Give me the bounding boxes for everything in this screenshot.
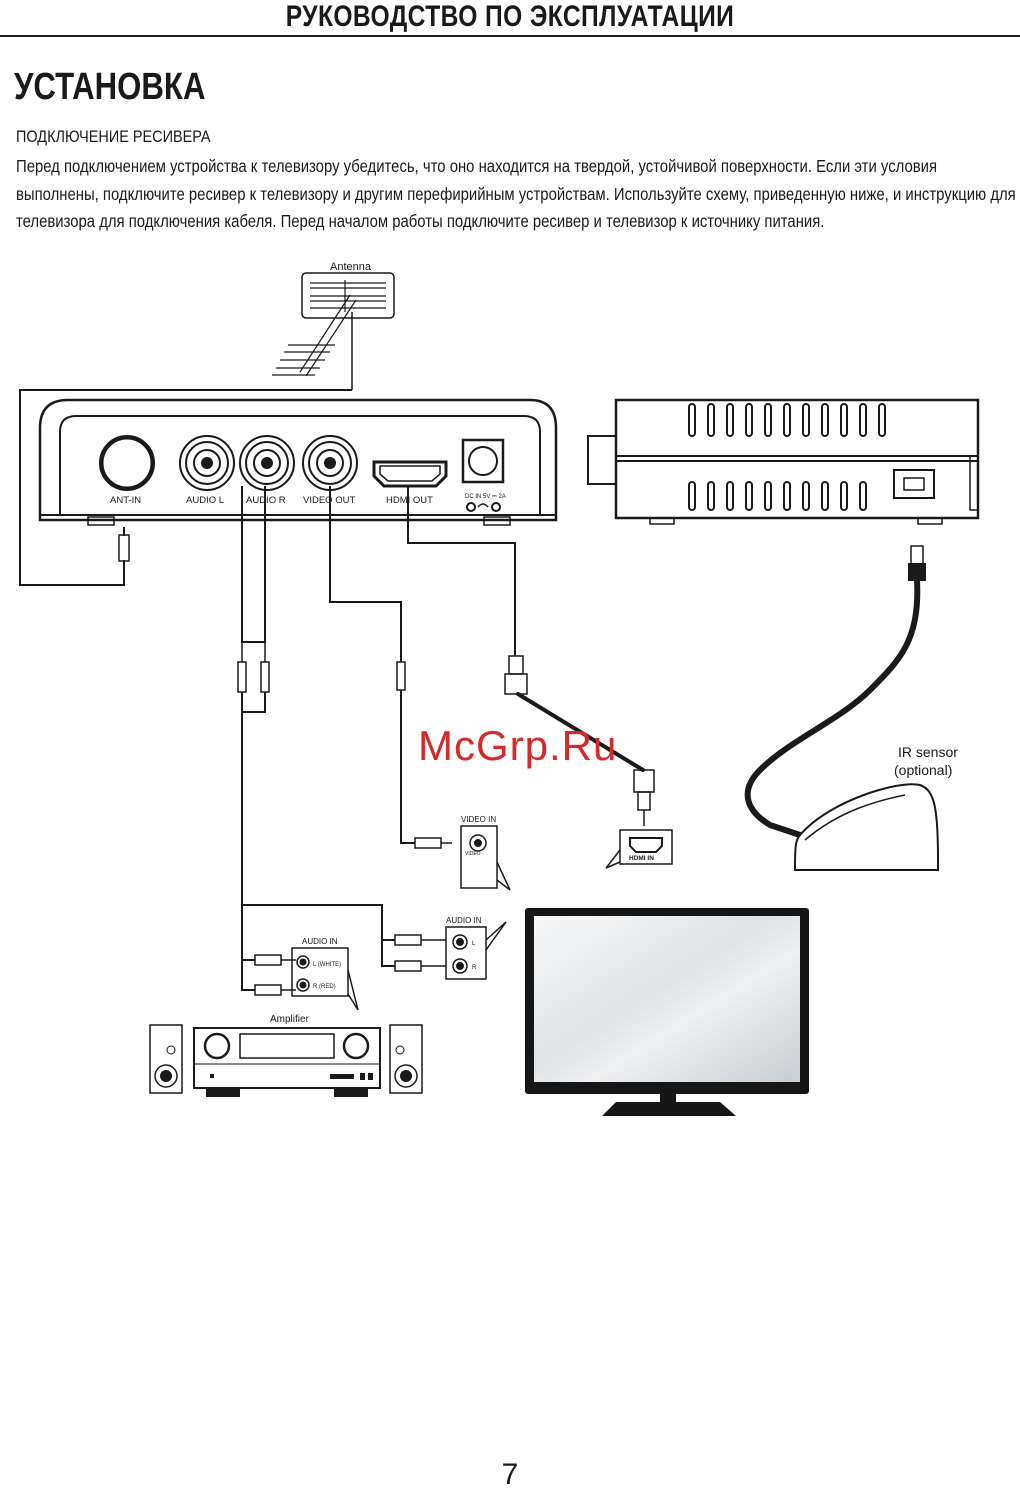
amp-audio-in-panel: AUDIO IN L (WHITE) R (RED) [254,937,359,1011]
rca-plug-pair-icon [237,642,270,693]
page-number: 7 [501,1458,519,1491]
tv-video-jack-label: VIDEO [465,851,481,857]
amp-audio-in-title: AUDIO IN [302,937,338,946]
audio-l-label: AUDIO L [186,495,224,506]
tv-hdmi-in-panel: HDMI IN [605,829,673,869]
audio-cable-top [241,486,266,643]
dc-in-port-icon [461,438,505,512]
header-rule [0,35,1020,37]
section-subtitle: ПОДКЛЮЧЕНИЕ РЕСИВЕРА [16,127,211,146]
audio-cable-amp-r [241,712,255,991]
dc-in-label: DC IN 5V ⎓ 2A [465,494,506,500]
audio-l-jack-icon [179,435,235,491]
hdmi-out-label: HDMI OUT [386,495,433,506]
tv-audio-r-label: R [472,965,477,971]
section-title: УСТАНОВКА [14,66,206,108]
hdmi-cable [407,486,516,656]
receiver-back-panel: ANT-IN AUDIO L AUDIO R VIDEO OUT HDMI OU… [38,398,558,526]
page-header: РУКОВОДСТВО ПО ЭКСПЛУАТАЦИИ [0,0,1020,38]
video-plug-tv-icon [414,837,452,849]
hdmi-plug-tv-icon [633,769,655,826]
antenna-label: Antenna [330,261,372,273]
ir-sensor-icon: IR sensor (optional) [744,545,958,871]
video-out-jack-icon [302,435,358,491]
video-plug-icon [396,661,406,691]
tv-video-in-panel: VIDEO IN VIDEO [460,815,511,891]
antenna-icon: Antenna [272,261,395,390]
tv-hdmi-in-label: HDMI IN [629,855,654,862]
amp-audio-r-label: R (RED) [313,984,336,990]
ir-sensor-label: IR sensor [898,744,958,760]
receiver-side-view [587,398,980,525]
tv-audio-in-title: AUDIO IN [446,916,482,925]
ir-sensor-optional-label: (optional) [894,762,952,778]
tv-audio-in-panel: AUDIO IN L R [394,916,507,980]
tv-video-in-title: VIDEO IN [461,815,496,824]
amplifier-icon: Amplifier [149,1014,423,1097]
watermark: McGrp.Ru [418,722,618,769]
hdmi-out-port-icon [372,460,448,488]
amplifier-label: Amplifier [270,1014,310,1025]
ant-in-port-icon [99,435,155,491]
amp-audio-l-label: L (WHITE) [313,962,341,968]
ant-in-label: ANT-IN [110,495,141,506]
audio-cable-tv [242,904,395,967]
manual-title: РУКОВОДСТВО ПО ЭКСПЛУАТАЦИИ [285,0,735,33]
tv-audio-l-label: L [472,941,476,947]
audio-r-jack-icon [239,435,295,491]
connection-diagram: Antenna [19,261,980,1116]
hdmi-plug-icon [504,655,528,695]
coax-plug-icon [118,527,130,562]
video-cable [329,486,402,662]
antenna-cable [19,389,352,586]
intro-paragraph: Перед подключением устройства к телевизо… [16,156,1016,231]
tv-icon [525,908,809,1116]
